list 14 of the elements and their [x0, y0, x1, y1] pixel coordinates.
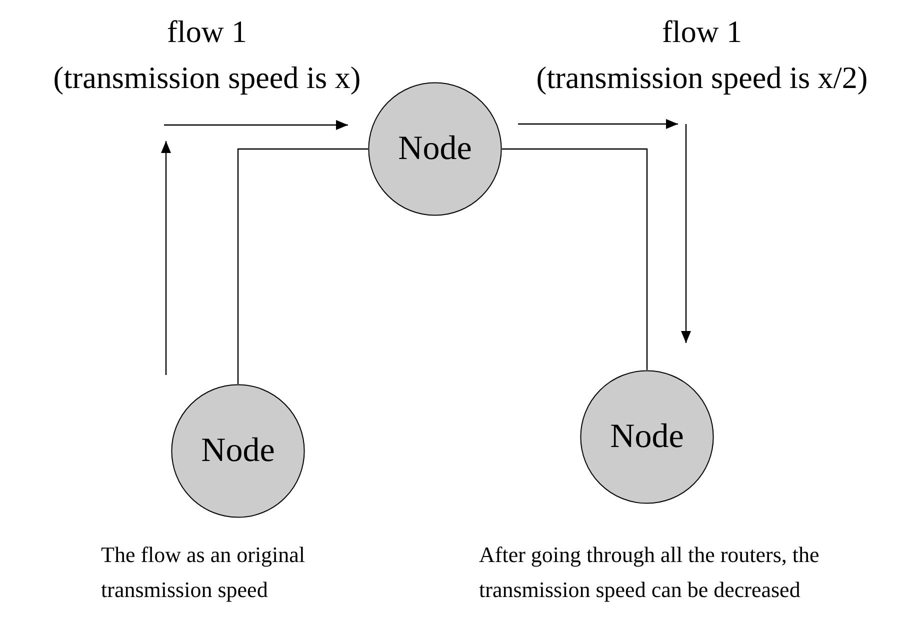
flow-label: flow 1 — [166, 14, 248, 50]
flow-label: (transmission speed is x) — [53, 60, 361, 96]
node-label: Node — [398, 130, 472, 168]
node-caption: The flow as an original transmission speed — [101, 541, 306, 604]
flow-label: flow 1 — [662, 14, 742, 50]
node-label: Node — [201, 432, 275, 470]
connector-line — [502, 148, 648, 370]
node-circle — [580, 370, 714, 504]
node-caption: After going through all the routers, the transmission speed can be decreased — [479, 541, 820, 604]
node-label: Node — [610, 418, 684, 456]
node-circle — [368, 82, 502, 216]
flow-label: (transmission speed is x/2) — [536, 60, 868, 96]
connector-line — [237, 148, 368, 384]
node-circle — [171, 384, 305, 518]
